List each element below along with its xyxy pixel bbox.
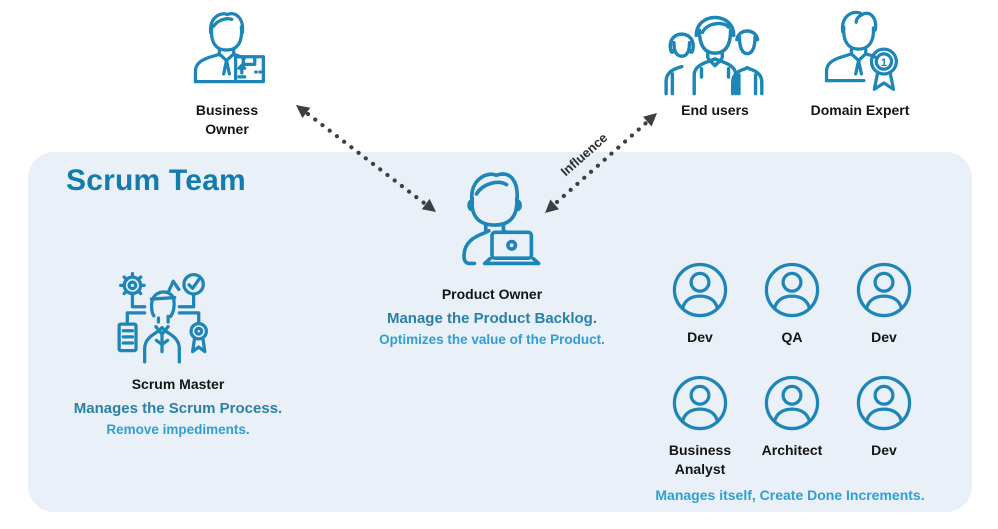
- scrum-master-desc-secondary: Remove impediments.: [106, 422, 250, 438]
- actor-business-owner: Business Owner: [167, 6, 287, 139]
- three-users-icon: [663, 4, 767, 96]
- person-with-medal-icon: 1: [816, 6, 904, 96]
- svg-text:1: 1: [881, 57, 888, 69]
- actor-scrum-master: Scrum Master Manages the Scrum Process. …: [48, 270, 308, 439]
- team-member-dev-3: Dev: [838, 374, 930, 480]
- person-with-laptop-icon: [440, 166, 544, 280]
- team-member-label: QA: [781, 329, 803, 345]
- actor-product-owner: Product Owner Manage the Product Backlog…: [357, 166, 627, 349]
- product-owner-desc-secondary: Optimizes the value of the Product.: [379, 332, 605, 348]
- team-member-label: Dev: [871, 441, 897, 458]
- scrum-team-panel: [28, 152, 972, 512]
- team-member-label: Architect: [761, 441, 823, 458]
- team-member-business-analyst: Business Analyst: [654, 374, 746, 480]
- team-members-grid: Dev QA Dev Business Analyst Architect De…: [654, 261, 930, 480]
- person-with-package-icon: [183, 6, 271, 96]
- domain-expert-label: Domain Expert: [810, 102, 910, 118]
- team-member-label: Dev: [871, 329, 897, 345]
- business-owner-label: Business Owner: [195, 102, 259, 137]
- team-member-qa: QA: [746, 261, 838, 348]
- actor-end-users: End users: [655, 4, 775, 120]
- end-users-label: End users: [681, 102, 749, 118]
- scrum-master-label: Scrum Master: [131, 376, 225, 392]
- scrum-team-title: Scrum Team: [66, 164, 246, 197]
- user-circle-icon: [763, 261, 821, 319]
- team-member-label: Business Analyst: [668, 441, 732, 478]
- team-member-label: Dev: [687, 329, 713, 345]
- user-circle-icon: [855, 261, 913, 319]
- team-member-dev-2: Dev: [838, 261, 930, 348]
- team-member-dev-1: Dev: [654, 261, 746, 348]
- team-member-architect: Architect: [746, 374, 838, 480]
- user-circle-icon: [763, 374, 821, 432]
- product-owner-desc-primary: Manage the Product Backlog.: [386, 309, 598, 327]
- team-footer-text: Manages itself, Create Done Increments.: [655, 487, 925, 503]
- user-circle-icon: [855, 374, 913, 432]
- user-circle-icon: [671, 374, 729, 432]
- scrum-master-desc-primary: Manages the Scrum Process.: [73, 399, 283, 417]
- person-with-gear-check-badge-icon: [111, 270, 213, 370]
- product-owner-label: Product Owner: [441, 286, 543, 302]
- user-circle-icon: [671, 261, 729, 319]
- actor-domain-expert: 1 Domain Expert: [802, 6, 918, 120]
